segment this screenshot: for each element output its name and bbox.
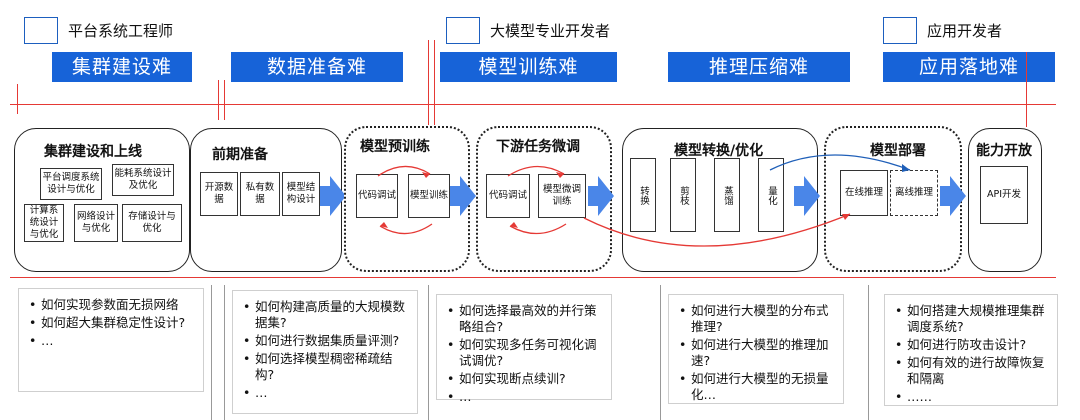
question-item: 如何进行大模型的推理加速? bbox=[677, 337, 835, 369]
stage-title-convert: 模型转换/优化 bbox=[674, 143, 764, 159]
flow-curve-finetune-to-online bbox=[583, 213, 851, 247]
cell-debug-finetune: 代码调试 bbox=[486, 174, 530, 218]
question-item: 如何实现参数面无损网络 bbox=[27, 297, 195, 313]
cycle-arrows-pretrain bbox=[377, 165, 433, 235]
separator-line-1 bbox=[211, 285, 212, 420]
role-label-model-dev: 大模型专业开发者 bbox=[490, 22, 611, 40]
question-item: …… bbox=[893, 389, 1049, 405]
challenge-banner-data: 数据准备难 bbox=[231, 52, 403, 82]
stage-title-deploy: 模型部署 bbox=[870, 143, 926, 159]
question-item: … bbox=[27, 333, 195, 349]
guide-line-top bbox=[10, 104, 1056, 105]
separator-line-5 bbox=[868, 285, 869, 420]
separator-line-2 bbox=[224, 285, 225, 420]
stage-cluster bbox=[14, 128, 190, 272]
guide-line-bottom bbox=[10, 277, 1056, 278]
question-item: 如何有效的进行故障恢复和隔离 bbox=[893, 355, 1049, 387]
guide-vline-2b bbox=[224, 80, 225, 120]
cell-quantize: 量化 bbox=[758, 158, 784, 232]
question-item: 如何选择最高效的并行策略组合? bbox=[445, 303, 603, 335]
question-item: … bbox=[445, 389, 603, 405]
arrow-convert bbox=[794, 176, 820, 216]
separator-line-4 bbox=[660, 285, 661, 420]
role-checkbox-platform bbox=[24, 17, 58, 44]
cell-private-data: 私有数据 bbox=[240, 172, 280, 216]
cell-debug-pretrain: 代码调试 bbox=[356, 174, 398, 218]
cell-model-structure: 模型结构设计 bbox=[282, 172, 320, 216]
guide-vline-1 bbox=[17, 84, 18, 114]
flow-curve-quantize-to-offline bbox=[769, 154, 911, 172]
guide-vline-5 bbox=[1026, 52, 1027, 127]
role-checkbox-app-dev bbox=[883, 17, 917, 44]
cell-online-inference: 在线推理 bbox=[840, 170, 888, 216]
question-panel-data: 如何构建高质量的大规模数据集? 如何进行数据集质量评测? 如何选择模型稠密稀疏结… bbox=[232, 290, 418, 414]
cell-open-data: 开源数据 bbox=[200, 172, 238, 216]
challenge-banner-cluster: 集群建设难 bbox=[52, 52, 192, 82]
question-item: … bbox=[241, 385, 409, 401]
question-item: 如何进行大模型的分布式推理? bbox=[677, 303, 835, 335]
question-item: 如何搭建大规模推理集群调度系统? bbox=[893, 303, 1049, 335]
stage-title-pretrain: 模型预训练 bbox=[360, 139, 430, 155]
stage-title-prep: 前期准备 bbox=[212, 147, 268, 163]
question-item: 如何进行数据集质量评测? bbox=[241, 333, 409, 349]
question-item: 如何实现断点续训? bbox=[445, 371, 603, 387]
arrow-deploy bbox=[940, 176, 966, 216]
separator-line-3 bbox=[428, 285, 429, 420]
question-panel-application: 如何搭建大规模推理集群调度系统? 如何进行防攻击设计? 如何有效的进行故障恢复和… bbox=[884, 294, 1058, 406]
cycle-arrows-finetune bbox=[507, 165, 567, 235]
role-label-platform: 平台系统工程师 bbox=[68, 22, 174, 40]
question-item: 如何超大集群稳定性设计? bbox=[27, 315, 195, 331]
cell-api-dev: API开发 bbox=[980, 166, 1028, 224]
question-panel-training: 如何选择最高效的并行策略组合? 如何实现多任务可视化调试调优? 如何实现断点续训… bbox=[436, 294, 612, 405]
stage-title-cluster: 集群建设和上线 bbox=[44, 144, 142, 160]
arrow-prep bbox=[320, 176, 346, 216]
challenge-banner-training: 模型训练难 bbox=[440, 52, 617, 82]
question-item: 如何实现多任务可视化调试调优? bbox=[445, 337, 603, 369]
cell-storage: 存储设计与优化 bbox=[122, 204, 182, 242]
role-label-app-dev: 应用开发者 bbox=[927, 22, 1003, 40]
cell-network: 网络设计与优化 bbox=[74, 204, 118, 242]
challenge-banner-application: 应用落地难 bbox=[883, 52, 1055, 82]
cell-energy: 能耗系统设计及优化 bbox=[112, 164, 174, 196]
question-item: 如何进行大模型的无损量化… bbox=[677, 371, 835, 403]
cell-prune: 剪枝 bbox=[670, 158, 696, 232]
cell-scheduling: 平台调度系统设计与优化 bbox=[40, 168, 102, 200]
guide-vline-2a bbox=[218, 80, 219, 120]
arrow-finetune bbox=[588, 176, 614, 216]
question-panel-cluster: 如何实现参数面无损网络 如何超大集群稳定性设计? … bbox=[18, 288, 204, 392]
question-item: 如何选择模型稠密稀疏结构? bbox=[241, 351, 409, 383]
question-panel-inference: 如何进行大模型的分布式推理? 如何进行大模型的推理加速? 如何进行大模型的无损量… bbox=[668, 294, 844, 404]
question-item: 如何构建高质量的大规模数据集? bbox=[241, 299, 409, 331]
arrow-pretrain bbox=[450, 176, 476, 216]
challenge-banner-inference: 推理压缩难 bbox=[668, 52, 850, 82]
cell-convert: 转换 bbox=[630, 158, 656, 232]
guide-vline-3b bbox=[434, 40, 435, 125]
cell-distill: 蒸馏 bbox=[714, 158, 740, 232]
stage-title-open: 能力开放 bbox=[976, 143, 1032, 159]
guide-vline-3a bbox=[428, 40, 429, 125]
stage-title-finetune: 下游任务微调 bbox=[496, 139, 580, 155]
role-checkbox-model-dev bbox=[446, 17, 480, 44]
cell-compute: 计算系统设计与优化 bbox=[24, 204, 64, 242]
question-item: 如何进行防攻击设计? bbox=[893, 337, 1049, 353]
cell-train-pretrain: 模型训练 bbox=[408, 174, 450, 218]
cell-offline-inference: 离线推理 bbox=[890, 170, 938, 216]
